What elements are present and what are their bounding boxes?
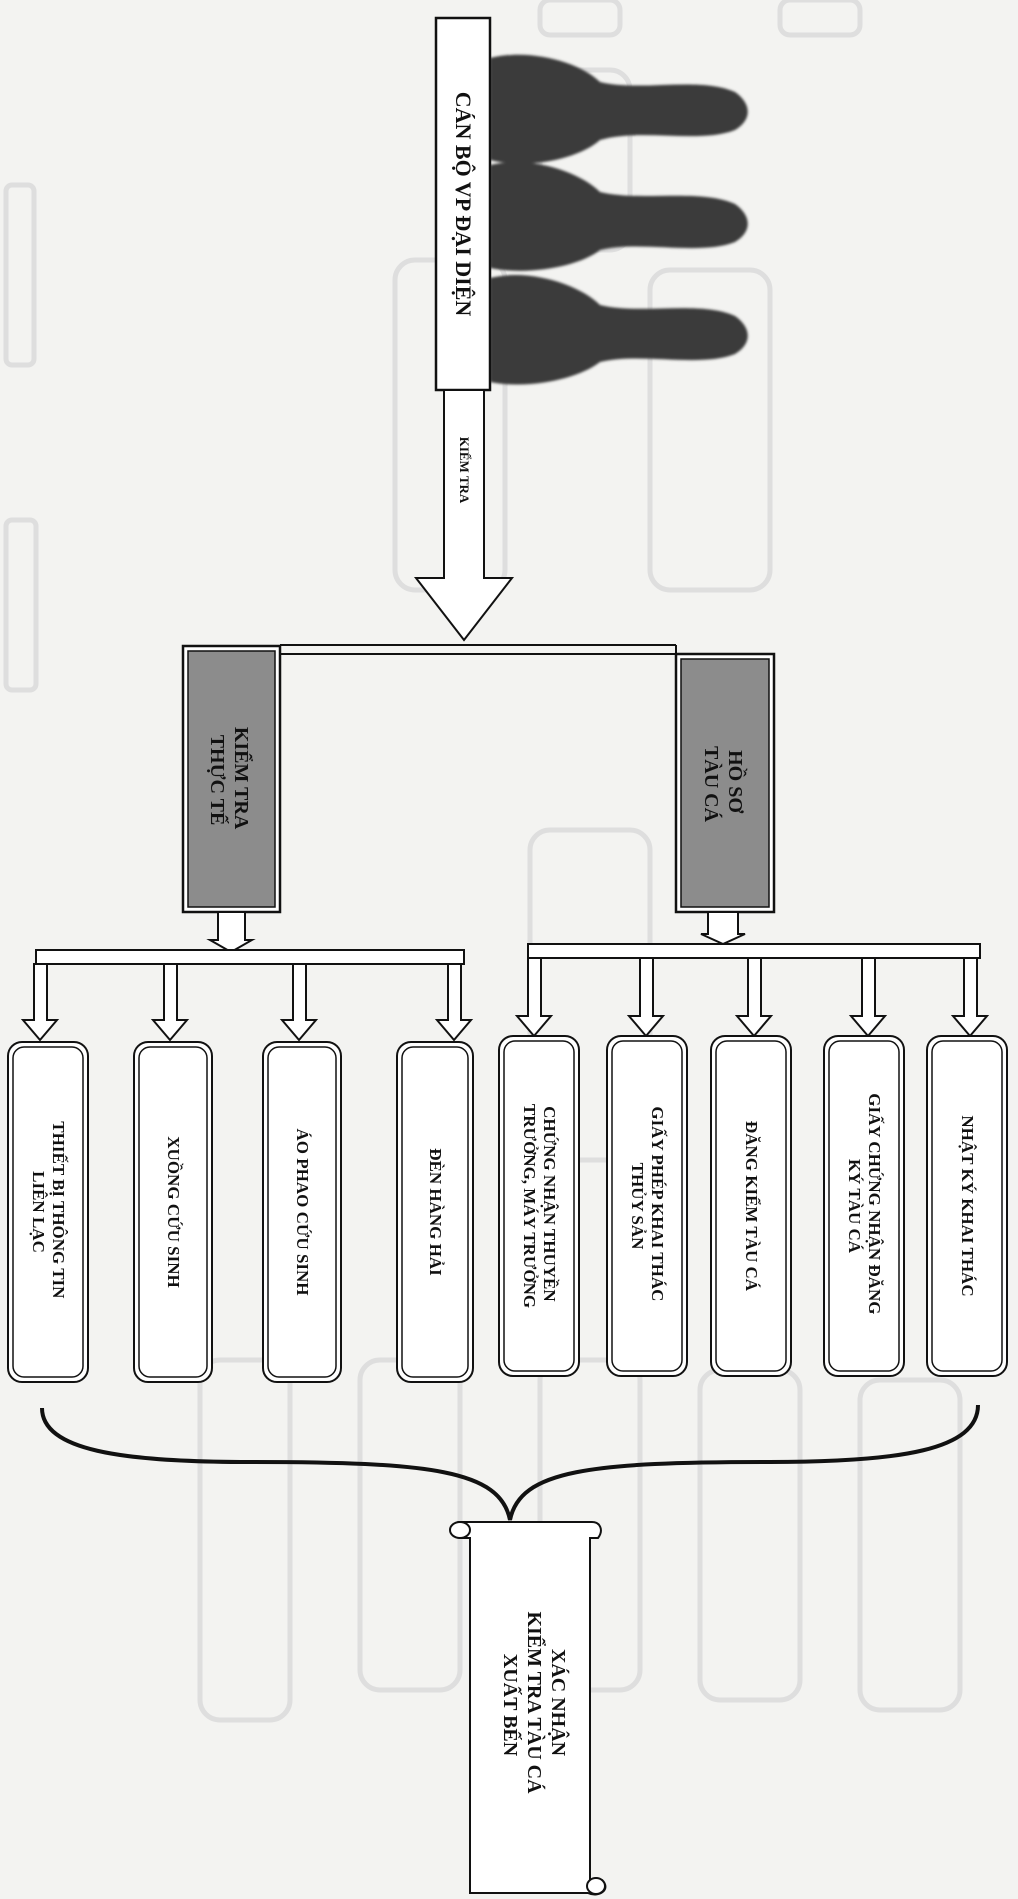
actual-item-boxes: THIẾT BỊ THÔNG TIN LIÊN LẠC XUỒNG CỨU SI… xyxy=(7,1041,474,1383)
result-line: XUẤT BẾN xyxy=(499,1654,523,1757)
down-arrow-icon xyxy=(848,957,888,1038)
svg-text:NHẬT KÝ KHAI THÁC: NHẬT KÝ KHAI THÁC xyxy=(958,1115,977,1296)
item-label-line: LIÊN LẠC xyxy=(29,1171,48,1253)
item-box-fishing-license: GIẤY PHÉP KHAI THÁC THỦY SẢN xyxy=(606,1035,688,1377)
svg-text:HỒ SƠ TÀU CÁ: HỒ SƠ TÀU CÁ xyxy=(700,746,748,823)
records-distribution xyxy=(514,911,990,1038)
down-arrow-icon xyxy=(950,957,990,1038)
item-label-line: GIẤY CHỨNG NHẬN ĐĂNG xyxy=(865,1093,884,1314)
svg-text:GIẤY PHÉP KHAI THÁC: GIẤY PHÉP KHAI THÁC THỦY SẢN xyxy=(628,1106,667,1305)
item-box-vessel-inspection: ĐĂNG KIỂM TÀU CÁ xyxy=(710,1035,792,1377)
down-arrow-icon xyxy=(514,957,554,1038)
item-label-line: THIẾT BỊ THÔNG TIN xyxy=(49,1121,68,1299)
item-box-navigation-light: ĐÈN HÀNG HẢI xyxy=(396,1041,474,1383)
down-arrow-icon xyxy=(734,957,774,1038)
result-scroll: XÁC NHẬN KIỂM TRA TÀU CÁ XUẤT BẾN xyxy=(449,1521,607,1896)
officer-box-title: CÁN BỘ VP ĐẠI DIỆN xyxy=(451,92,476,317)
item-box-lifeboat: XUỒNG CỨU SINH xyxy=(133,1041,213,1383)
group-actual-title-line: THỰC TẾ xyxy=(206,735,230,826)
item-box-captain-certificate: CHỨNG NHẬN THUYỀN TRƯỞNG, MÁY TRƯỞNG xyxy=(498,1035,580,1377)
svg-text:ĐÈN HÀNG HẢI: ĐÈN HÀNG HẢI xyxy=(426,1148,445,1276)
officer-box: CÁN BỘ VP ĐẠI DIỆN xyxy=(434,16,492,392)
down-arrow-icon xyxy=(150,963,190,1042)
group-records-box: HỒ SƠ TÀU CÁ xyxy=(674,652,776,914)
officer-figures xyxy=(490,54,748,385)
result-line: KIỂM TRA TÀU CÁ xyxy=(523,1611,547,1794)
gathering-brace xyxy=(40,1404,980,1521)
down-arrow-icon xyxy=(434,963,474,1042)
item-label-line: THỦY SẢN xyxy=(628,1163,647,1250)
svg-text:THIẾT BỊ THÔNG TIN L: THIẾT BỊ THÔNG TIN LIÊN LẠC xyxy=(29,1121,68,1302)
down-arrow-icon xyxy=(279,963,319,1042)
down-arrow-icon xyxy=(20,963,60,1042)
check-arrow: KIỂM TRA xyxy=(413,389,515,642)
group-actual-title-line: KIỂM TRA xyxy=(230,727,254,830)
svg-text:ĐĂNG KIỂM TÀU CÁ: ĐĂNG KIỂM TÀU CÁ xyxy=(742,1121,761,1292)
item-box-life-jacket: ÁO PHAO CỨU SINH xyxy=(262,1041,342,1383)
item-label-line: NHẬT KÝ KHAI THÁC xyxy=(958,1115,977,1296)
svg-text:XUỒNG CỨU SINH: XUỒNG CỨU SINH xyxy=(164,1136,184,1287)
group-records-title-line: HỒ SƠ xyxy=(724,750,748,813)
svg-text:KIỂM TRA THỰC TẾ: KIỂM TRA THỰC TẾ xyxy=(206,727,254,833)
item-label-line: ÁO PHAO CỨU SINH xyxy=(293,1128,312,1295)
item-label-line: ĐĂNG KIỂM TÀU CÁ xyxy=(742,1121,761,1292)
officer-figure-icon xyxy=(490,275,748,385)
actual-distribution xyxy=(20,911,474,1042)
item-label-line: GIẤY PHÉP KHAI THÁC xyxy=(648,1106,667,1301)
split-connector xyxy=(279,644,677,655)
item-label-line: TRƯỞNG, MÁY TRƯỞNG xyxy=(520,1104,539,1308)
item-label-line: XUỒNG CỨU SINH xyxy=(164,1136,184,1287)
group-records-title-line: TÀU CÁ xyxy=(700,746,723,823)
group-actual-box: KIỂM TRA THỰC TẾ xyxy=(181,644,282,914)
record-item-boxes: CHỨNG NHẬN THUYỀN TRƯỞNG, MÁY TRƯỞNG GIẤ… xyxy=(498,1035,1008,1377)
item-box-fishing-logbook: NHẬT KÝ KHAI THÁC xyxy=(926,1035,1008,1377)
check-arrow-label: KIỂM TRA xyxy=(457,437,472,504)
svg-text:ÁO PHAO CỨU SINH: ÁO PHAO CỨU SINH xyxy=(293,1128,312,1295)
item-label-line: KÝ TÀU CÁ xyxy=(845,1159,864,1254)
officer-figure-icon xyxy=(490,54,748,164)
item-box-registration-certificate: GIẤY CHỨNG NHẬN ĐĂNG KÝ TÀU CÁ xyxy=(823,1035,905,1377)
item-box-communication: THIẾT BỊ THÔNG TIN LIÊN LẠC xyxy=(7,1041,89,1383)
officer-figure-icon xyxy=(490,162,748,271)
result-line: XÁC NHẬN xyxy=(547,1649,570,1757)
down-arrow-icon xyxy=(626,957,666,1038)
svg-text:XÁC NHẬN KIỂM TRA TÀU: XÁC NHẬN KIỂM TRA TÀU CÁ XUẤT BẾN xyxy=(499,1611,570,1798)
svg-text:GIẤY CHỨNG NHẬN ĐĂNG: GIẤY CHỨNG NHẬN ĐĂNG KÝ TÀU CÁ xyxy=(845,1093,884,1318)
item-label-line: CHỨNG NHẬN THUYỀN xyxy=(540,1106,559,1302)
svg-text:CHỨNG NHẬN THUYỀN TR: CHỨNG NHẬN THUYỀN TRƯỞNG, MÁY TRƯỞNG xyxy=(520,1104,559,1308)
item-label-line: ĐÈN HÀNG HẢI xyxy=(426,1148,445,1276)
